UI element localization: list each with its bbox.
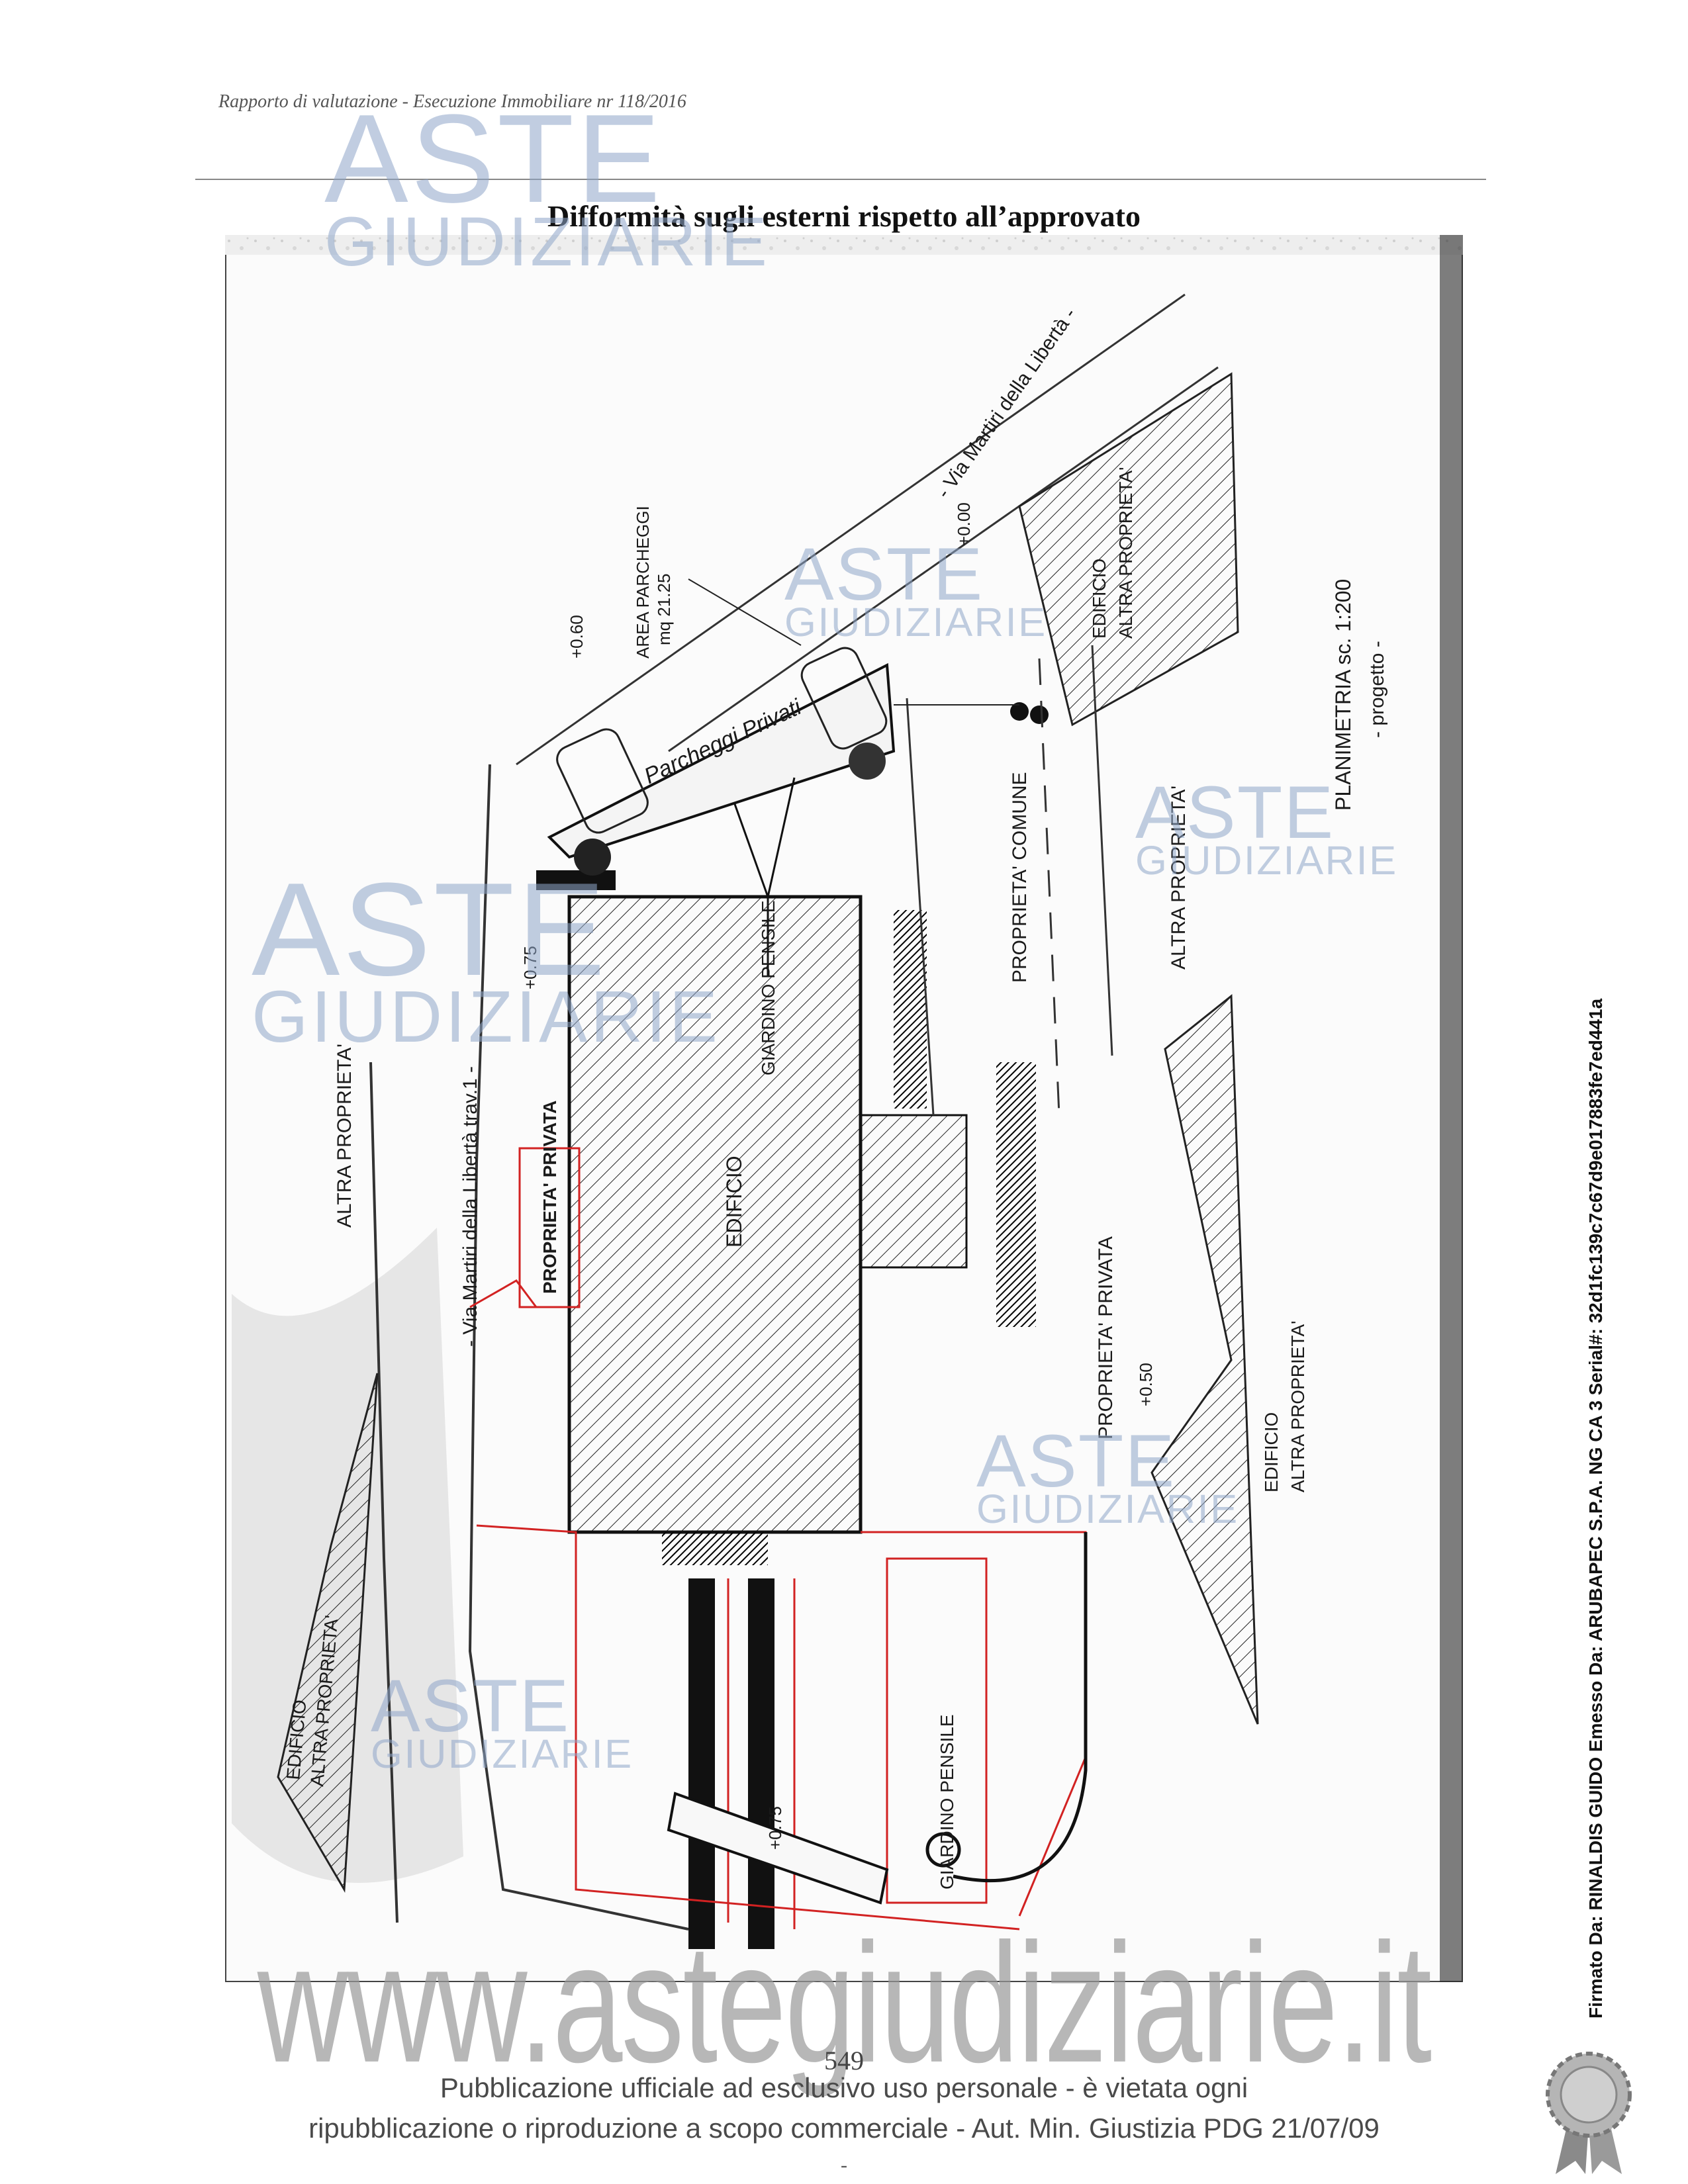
watermark-aste-right: ASTE GIUDIZIARIE: [1135, 771, 1398, 884]
watermark-aste-center: ASTE GIUDIZIARIE: [784, 533, 1047, 646]
watermark-aste-bottom: ASTE GIUDIZIARIE: [976, 1420, 1239, 1533]
red-boundary-2: [476, 1524, 1020, 1931]
footer-dash: -: [841, 2154, 847, 2176]
level-000: +0.00: [954, 502, 974, 546]
watermark-word-1: ASTE: [371, 1664, 571, 1747]
road-left-line-1: [369, 1062, 399, 1923]
scan-top-edge: [225, 235, 1463, 255]
level-075b: +0.75: [765, 1806, 785, 1850]
parking-leader: [688, 578, 802, 646]
red-box-proprieta: [518, 1147, 581, 1308]
tree-1: [574, 839, 611, 876]
watermark-word-2: GIUDIZIARIE: [324, 203, 771, 281]
scan-right-edge: [1440, 235, 1463, 1982]
watermark-aste-lower-left: ASTE GIUDIZIARIE: [371, 1664, 633, 1778]
entrance-wedge: [667, 1792, 889, 1905]
watermark-word-1: ASTE: [324, 89, 663, 229]
label-via-left: - Via Martiri della Libertà trav.1 -: [459, 1066, 481, 1347]
hedge-4: [748, 1578, 774, 1949]
label-proprieta-privata-right: PROPRIETA' PRIVATA: [1095, 1236, 1117, 1439]
label-area-parcheggi-1: AREA PARCHEGGI: [633, 506, 653, 659]
label-altra-right: ALTRA PROPRIETA': [1168, 786, 1190, 970]
label-proprieta-comune: PROPRIETA' COMUNE: [1009, 772, 1031, 983]
passage-line-3: [1091, 645, 1113, 1056]
building-right: [1150, 993, 1259, 1725]
car-2: [800, 647, 888, 750]
stairs: [662, 1532, 768, 1565]
road-top-line-2: [668, 366, 1219, 752]
watermark-word-2: GIUDIZIARIE: [976, 1486, 1239, 1533]
level-050: +0.50: [1136, 1363, 1156, 1406]
watermark-word-2: GIUDIZIARIE: [252, 976, 721, 1058]
label-area-parcheggi-2: mq 21.25: [654, 574, 674, 645]
building-bottom-left: [277, 1373, 379, 1893]
watermark-word-1: ASTE: [1135, 771, 1335, 854]
label-edificio-right-2: ALTRA PROPRIETA': [1288, 1321, 1308, 1492]
label-edificio-main: EDIFICIO: [722, 1156, 746, 1248]
curved-wall: [953, 1532, 1088, 1883]
watermark-word-1: ASTE: [252, 856, 608, 1003]
watermark-aste-left: ASTE GIUDIZIARIE: [252, 856, 721, 1058]
garden-line-1: [767, 777, 796, 897]
label-progetto: - progetto -: [1366, 641, 1388, 738]
hedge-1: [996, 1062, 1036, 1327]
label-altra-left: ALTRA PROPRIETA': [334, 1044, 355, 1228]
car-1: [556, 728, 649, 834]
label-giardino-1: GIARDINO PENSILE: [758, 900, 778, 1075]
building-top-right: [1018, 372, 1239, 727]
watermark-aste-top: ASTE GIUDIZIARIE: [324, 89, 771, 281]
garden-line-2: [733, 803, 769, 897]
disclaimer-line-2: ripubblicazione o riproduzione a scopo c…: [308, 2112, 1380, 2144]
label-giardino-2: GIARDINO PENSILE: [937, 1714, 957, 1889]
publication-disclaimer: Pubblicazione ufficiale ad esclusivo uso…: [0, 2068, 1688, 2149]
tree-4: [1030, 705, 1049, 724]
parking-area: [547, 662, 896, 859]
seal-ribbon-icon: [1546, 2052, 1632, 2174]
passage-line-2: [1038, 658, 1060, 1116]
watermark-word-1: ASTE: [976, 1420, 1176, 1502]
disclaimer-line-1: Pubblicazione ufficiale ad esclusivo uso…: [440, 2072, 1248, 2103]
header-divider: [195, 179, 1486, 180]
level-060: +0.60: [567, 615, 586, 659]
seal-inner: [1560, 2066, 1618, 2124]
watermark-word-2: GIUDIZIARIE: [784, 600, 1047, 646]
signature-text: Firmato Da: RINALDIS GUIDO Emesso Da: AR…: [1585, 998, 1606, 2019]
building-annex: [859, 1114, 968, 1269]
label-edificio-top-2: ALTRA PROPRIETA': [1115, 467, 1136, 639]
page-title: Difformità sugli esterni rispetto all’ap…: [547, 199, 1141, 233]
hedge-5: [536, 870, 616, 890]
tree-2: [849, 743, 886, 780]
watermark-word-1: ASTE: [784, 533, 984, 615]
label-edificio-right-1: EDIFICIO: [1261, 1412, 1282, 1492]
hedge-3: [688, 1578, 715, 1949]
site-url-watermark: www.astegiudiziarie.it: [257, 1909, 1432, 2099]
red-boundary-1: [469, 1279, 538, 1308]
hedge-2: [894, 910, 927, 1109]
watermark-word-2: GIUDIZIARIE: [1135, 838, 1398, 884]
report-header: Rapporto di valutazione - Esecuzione Imm…: [218, 91, 686, 112]
label-proprieta-privata-left: PROPRIETA' PRIVATA: [539, 1101, 560, 1294]
tree-3: [1010, 702, 1029, 721]
red-box-giardino: [886, 1557, 988, 1904]
passage-line-1: [906, 698, 935, 1116]
road-left-line-2: [468, 764, 689, 1931]
watermark-word-2: GIUDIZIARIE: [371, 1731, 633, 1778]
label-edificio-top-1: EDIFICIO: [1089, 559, 1109, 639]
tree-5: [925, 1832, 961, 1868]
level-075a: +0.75: [520, 946, 540, 989]
road-top-line-1: [516, 293, 1186, 766]
page-number: 549: [824, 2046, 864, 2075]
label-planimetria: PLANIMETRIA sc. 1:200: [1331, 579, 1355, 811]
site-plan-drawing: - Via Martiri della Libertà - - Via Mart…: [225, 235, 1463, 1982]
